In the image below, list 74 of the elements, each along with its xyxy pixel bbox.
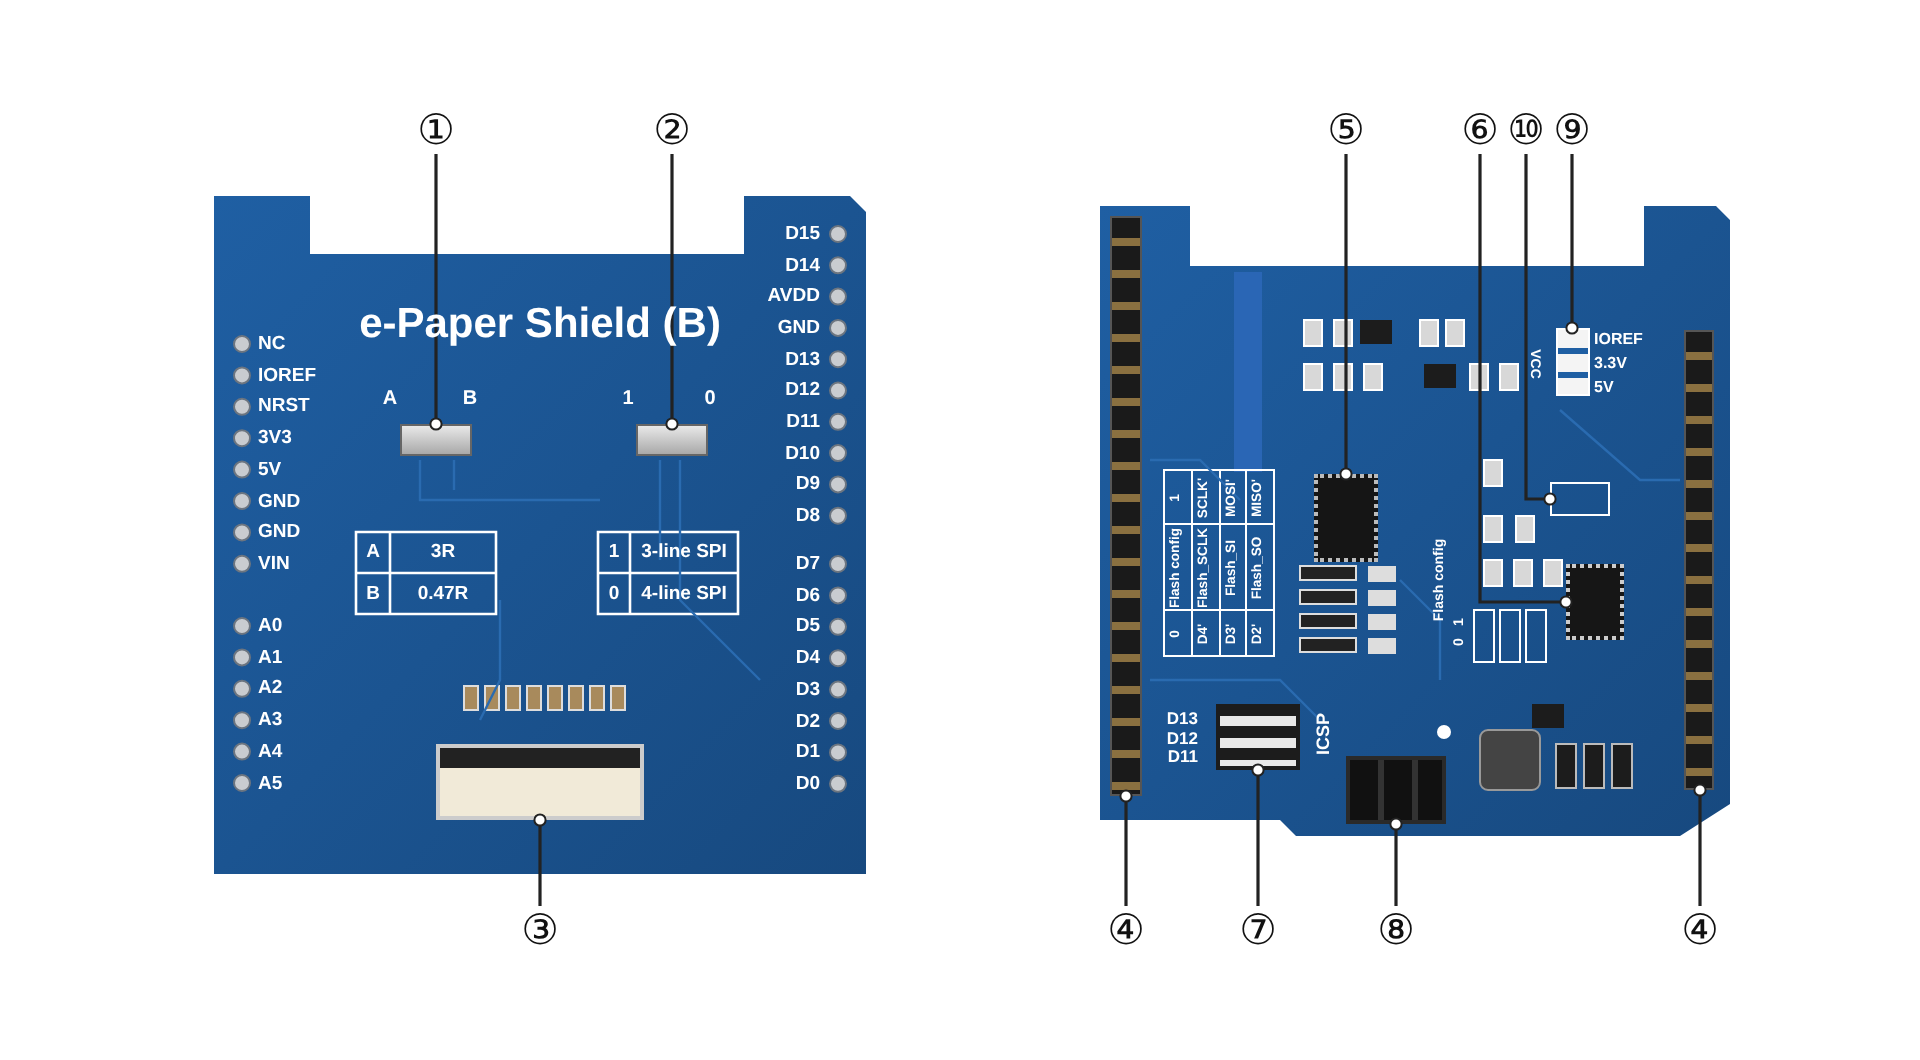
table-text: 4-line SPI xyxy=(641,584,727,604)
slide-switch xyxy=(636,424,708,456)
leader-line xyxy=(665,152,679,431)
pin-label: D6 xyxy=(795,585,820,605)
pin-label: D13 xyxy=(1166,709,1198,727)
pin-label: GND xyxy=(777,318,820,338)
pin-label: D12 xyxy=(1166,728,1198,746)
pin-label: GND xyxy=(258,491,301,511)
pin-label: IOREF xyxy=(258,365,317,385)
switch-position-label: A xyxy=(382,390,398,410)
pin-label: D13 xyxy=(785,349,820,369)
dip-switch xyxy=(1216,704,1300,770)
pin-label: A2 xyxy=(258,679,283,699)
ribbon-connector xyxy=(436,744,644,820)
pin-label: 3V3 xyxy=(258,428,292,448)
jumper-label: IOREF xyxy=(1594,332,1643,348)
jumper-label: 3.3V xyxy=(1594,356,1627,372)
leader-line xyxy=(429,152,443,431)
chip xyxy=(1566,564,1624,640)
leader-line xyxy=(1524,152,1557,506)
leader-line xyxy=(1339,152,1353,481)
solder-jumper xyxy=(1555,328,1589,396)
switch-position-label: B xyxy=(462,390,478,410)
jumper-label: 5V xyxy=(1594,380,1614,396)
leader-line xyxy=(1478,152,1573,609)
pin-label: D2 xyxy=(795,711,820,731)
pin-label: D11 xyxy=(786,412,820,432)
leader-line xyxy=(533,813,547,906)
pin-label: D0 xyxy=(795,774,820,794)
pin-label: D15 xyxy=(785,224,820,244)
chip-footprint xyxy=(1550,482,1610,516)
board-title: e-Paper Shield (B) xyxy=(359,303,721,345)
pin-label: NRST xyxy=(258,397,310,417)
leader-line xyxy=(1389,817,1403,906)
pin-label: NC xyxy=(258,334,286,354)
pin-label: A4 xyxy=(258,742,283,762)
pin-label: D4 xyxy=(795,648,820,668)
pin-label: D1 xyxy=(795,742,820,762)
switch-position-label: 1 xyxy=(622,390,634,410)
silkscreen-text: ICSP xyxy=(1315,713,1333,755)
switch-position-label: 0 xyxy=(704,390,716,410)
pin-label: GND xyxy=(258,522,301,542)
pin-label: AVDD xyxy=(767,287,820,307)
leader-line xyxy=(1693,783,1707,906)
table-text: 3R xyxy=(430,542,456,562)
pin-label: D9 xyxy=(795,474,820,494)
pin-label: D14 xyxy=(785,255,820,275)
pin-label: 5V xyxy=(258,460,282,480)
table-text: 1 xyxy=(608,542,620,562)
pin-label: D11 xyxy=(1167,747,1198,765)
pin-label: D7 xyxy=(795,554,820,574)
pin-header xyxy=(1346,756,1446,824)
table-text: A xyxy=(366,542,380,562)
table-text: 0 xyxy=(608,584,620,604)
pin-label: D8 xyxy=(795,506,820,526)
pin-label: D10 xyxy=(785,443,820,463)
pin-label: D12 xyxy=(785,381,820,400)
pin-header xyxy=(1110,216,1142,796)
leader-line xyxy=(1119,789,1133,906)
pin-label: A1 xyxy=(258,647,283,667)
pin-label: A0 xyxy=(258,616,283,636)
pin-header xyxy=(1684,330,1714,790)
leader-line xyxy=(1565,152,1579,335)
pin-label: A3 xyxy=(258,710,283,730)
table-text: B xyxy=(366,584,380,604)
chip xyxy=(1314,474,1378,562)
table-text: 0.47R xyxy=(417,584,469,604)
pin-label: D5 xyxy=(795,617,820,637)
pin-label: A5 xyxy=(258,773,283,793)
leader-line xyxy=(1251,763,1265,906)
pin-label: VIN xyxy=(258,554,290,574)
slide-switch xyxy=(400,424,472,456)
table-text: 3-line SPI xyxy=(641,542,727,562)
pin-label: D3 xyxy=(795,680,820,700)
